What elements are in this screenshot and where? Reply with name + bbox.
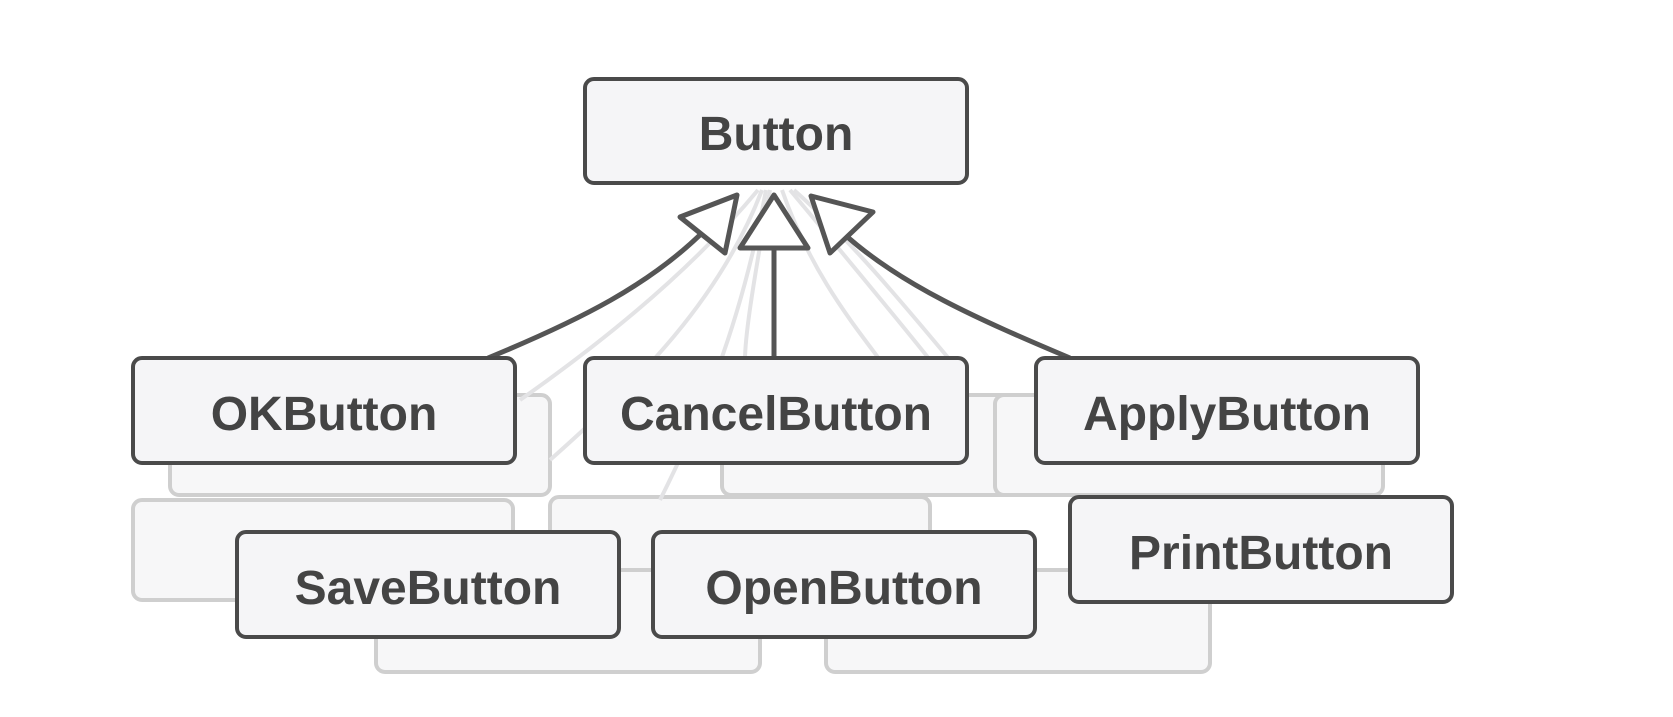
- button-box: [583, 77, 969, 185]
- apply-inheritance-line: [841, 231, 1071, 361]
- hollow-triangle-arrowhead-right: [808, 193, 876, 256]
- ok-inheritance-line: [487, 228, 707, 361]
- save-button-label: SaveButton: [295, 562, 562, 615]
- apply-button-label: ApplyButton: [1083, 388, 1371, 441]
- print-button-label: PrintButton: [1129, 527, 1393, 580]
- arrowheads: [677, 192, 876, 256]
- ghost-connector: [788, 188, 932, 362]
- hollow-triangle-arrowhead-left: [677, 192, 740, 256]
- inheritance-arrows: [487, 228, 1071, 361]
- save-button-box: [235, 530, 621, 639]
- cancel-button-box: [583, 356, 969, 465]
- ok-button-label: OKButton: [211, 388, 438, 441]
- hollow-triangle-arrowhead-center: [737, 192, 811, 251]
- open-button-label: OpenButton: [705, 562, 982, 615]
- print-button-box: [1068, 495, 1454, 604]
- cancel-button-label: CancelButton: [620, 388, 932, 441]
- open-button-box: [651, 530, 1037, 639]
- ok-button-box: [131, 356, 517, 465]
- apply-button-box: [1034, 356, 1420, 465]
- ghost-connector: [780, 189, 882, 362]
- button-label: Button: [699, 108, 854, 161]
